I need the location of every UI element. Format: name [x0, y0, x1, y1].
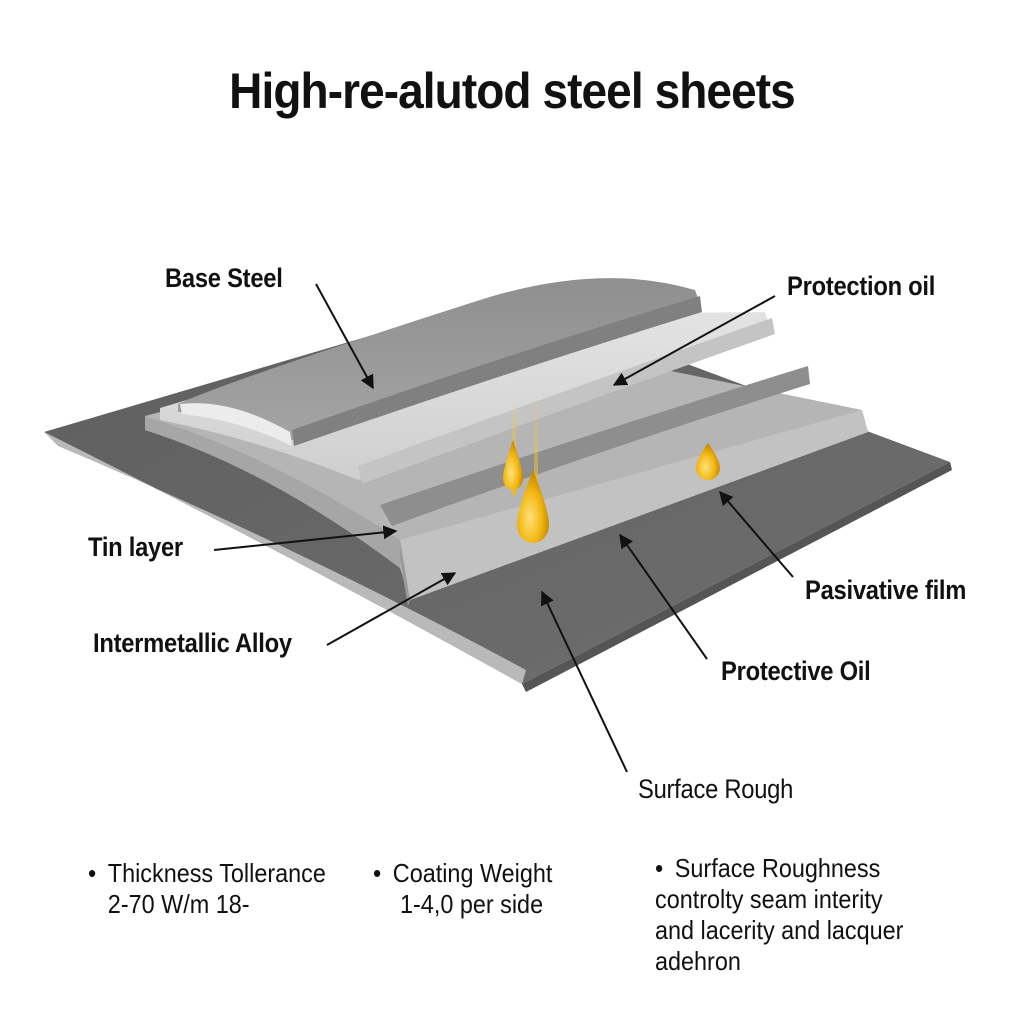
bullet-icon: •: [655, 853, 664, 883]
spec-desc-line: adehron: [655, 946, 741, 976]
spec-title: Coating Weight: [392, 858, 553, 888]
label-intermetallic-alloy: Intermetallic Alloy: [93, 628, 292, 658]
arrow-pasivative-film: [719, 490, 794, 578]
label-surface-rough: Surface Rough: [638, 774, 794, 804]
oil-drops: [503, 395, 720, 543]
arrow-protection-oil: [612, 295, 776, 386]
label-pasivative-film: Pasivative film: [805, 575, 967, 605]
arrow-surface-rough: [541, 590, 628, 773]
spec-desc-line: and lacerity and lacquer: [655, 915, 904, 945]
bullet-icon: •: [373, 858, 382, 888]
arrow-tin-layer: [213, 525, 398, 551]
spec-coating-weight: • Coating Weight 1-4,0 per side: [373, 858, 552, 920]
layer-top: [178, 278, 702, 446]
spec-thickness-tolerance: • Thickness Tollerance 2-70 W/m 18-: [88, 858, 326, 920]
bullet-icon: •: [88, 858, 97, 888]
spec-desc-line: controlty seam interity: [655, 884, 883, 914]
label-protection-oil: Protection oil: [787, 271, 936, 301]
leader-lines: [213, 283, 794, 773]
oil-drop-icon: [696, 443, 720, 480]
layer-middle: [380, 366, 810, 526]
arrow-base-steel: [315, 283, 374, 390]
oil-drop-icon: [517, 470, 549, 543]
spec-value: 1-4,0 per side: [400, 889, 544, 919]
spec-surface-roughness: • Surface Roughness controlty seam interi…: [655, 853, 903, 977]
spec-title: Surface Roughness: [674, 853, 881, 883]
oil-drop-icon: [503, 440, 523, 490]
spec-title: Thickness Tollerance: [107, 858, 326, 888]
arrow-protective-oil: [619, 533, 708, 660]
arrow-intermetallic-alloy: [326, 572, 457, 646]
oil-stream-icon: [534, 395, 538, 525]
label-tin-layer: Tin layer: [88, 532, 183, 562]
page-title: High-re-alutod steel sheets: [229, 63, 796, 119]
label-protective-oil: Protective Oil: [721, 656, 871, 686]
label-base-steel: Base Steel: [165, 263, 283, 293]
spec-value: 2-70 W/m 18-: [107, 889, 250, 919]
